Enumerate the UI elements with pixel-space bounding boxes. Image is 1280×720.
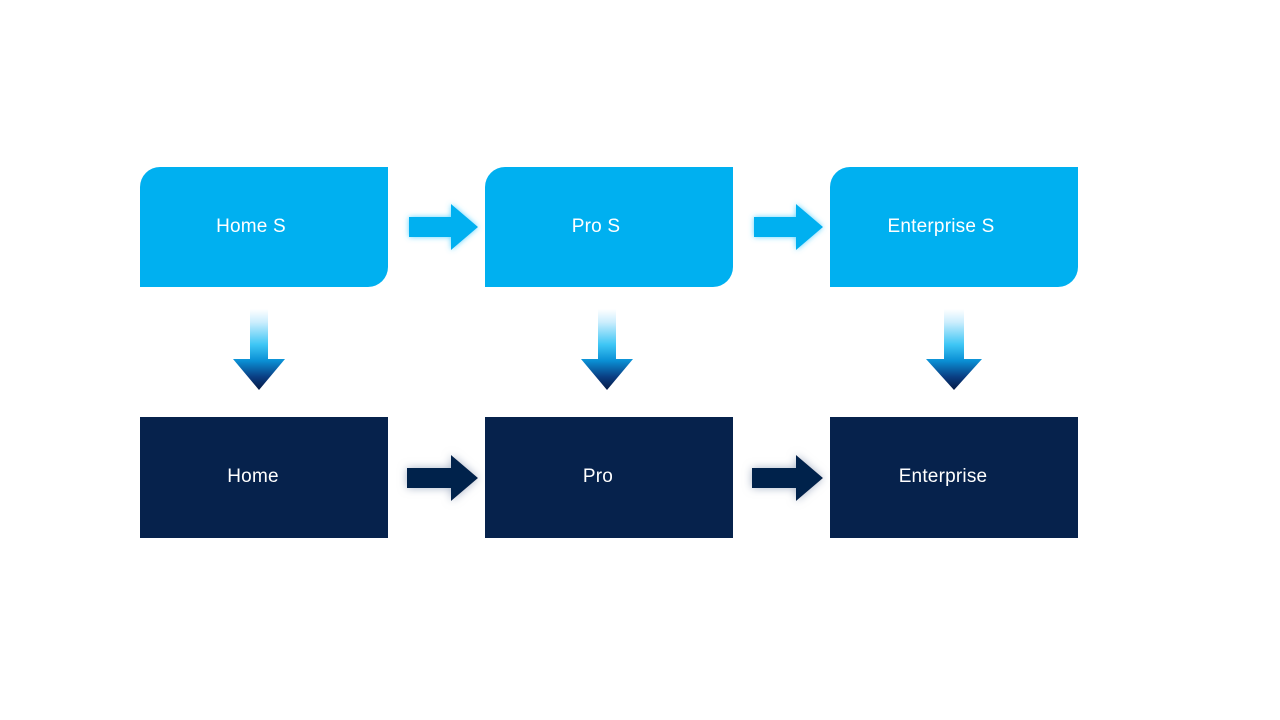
- node-enterprise-label: Enterprise: [898, 466, 988, 488]
- arrow-down-icon: [926, 309, 982, 390]
- node-pro-s-label: Pro S: [571, 215, 621, 237]
- connector-pro-s-to-enterprise-s[interactable]: [754, 203, 824, 251]
- arrow-right-icon: [407, 455, 478, 501]
- node-home[interactable]: Home: [140, 417, 388, 538]
- node-home-s-label: Home S: [216, 215, 286, 237]
- node-home-s[interactable]: Home S: [140, 167, 388, 287]
- arrow-down-icon: [233, 309, 285, 390]
- node-pro-s[interactable]: Pro S: [485, 167, 733, 287]
- connector-pro-s-to-pro[interactable]: [580, 309, 634, 391]
- connector-home-to-pro[interactable]: [407, 454, 479, 502]
- node-pro[interactable]: Pro: [485, 417, 733, 538]
- node-enterprise-s[interactable]: Enterprise S: [830, 167, 1078, 287]
- arrow-right-icon: [752, 455, 823, 501]
- connector-pro-to-enterprise[interactable]: [752, 454, 824, 502]
- arrow-down-icon: [581, 309, 633, 390]
- node-enterprise[interactable]: Enterprise: [830, 417, 1078, 538]
- connector-home-s-to-pro-s[interactable]: [409, 203, 479, 251]
- arrow-right-icon: [754, 204, 823, 250]
- connector-home-s-to-home[interactable]: [232, 309, 286, 391]
- node-home-label: Home: [227, 466, 279, 488]
- arrow-right-icon: [409, 204, 478, 250]
- connector-enterprise-s-to-enterprise[interactable]: [925, 309, 983, 391]
- node-enterprise-s-label: Enterprise S: [887, 215, 995, 237]
- node-pro-label: Pro: [582, 466, 614, 488]
